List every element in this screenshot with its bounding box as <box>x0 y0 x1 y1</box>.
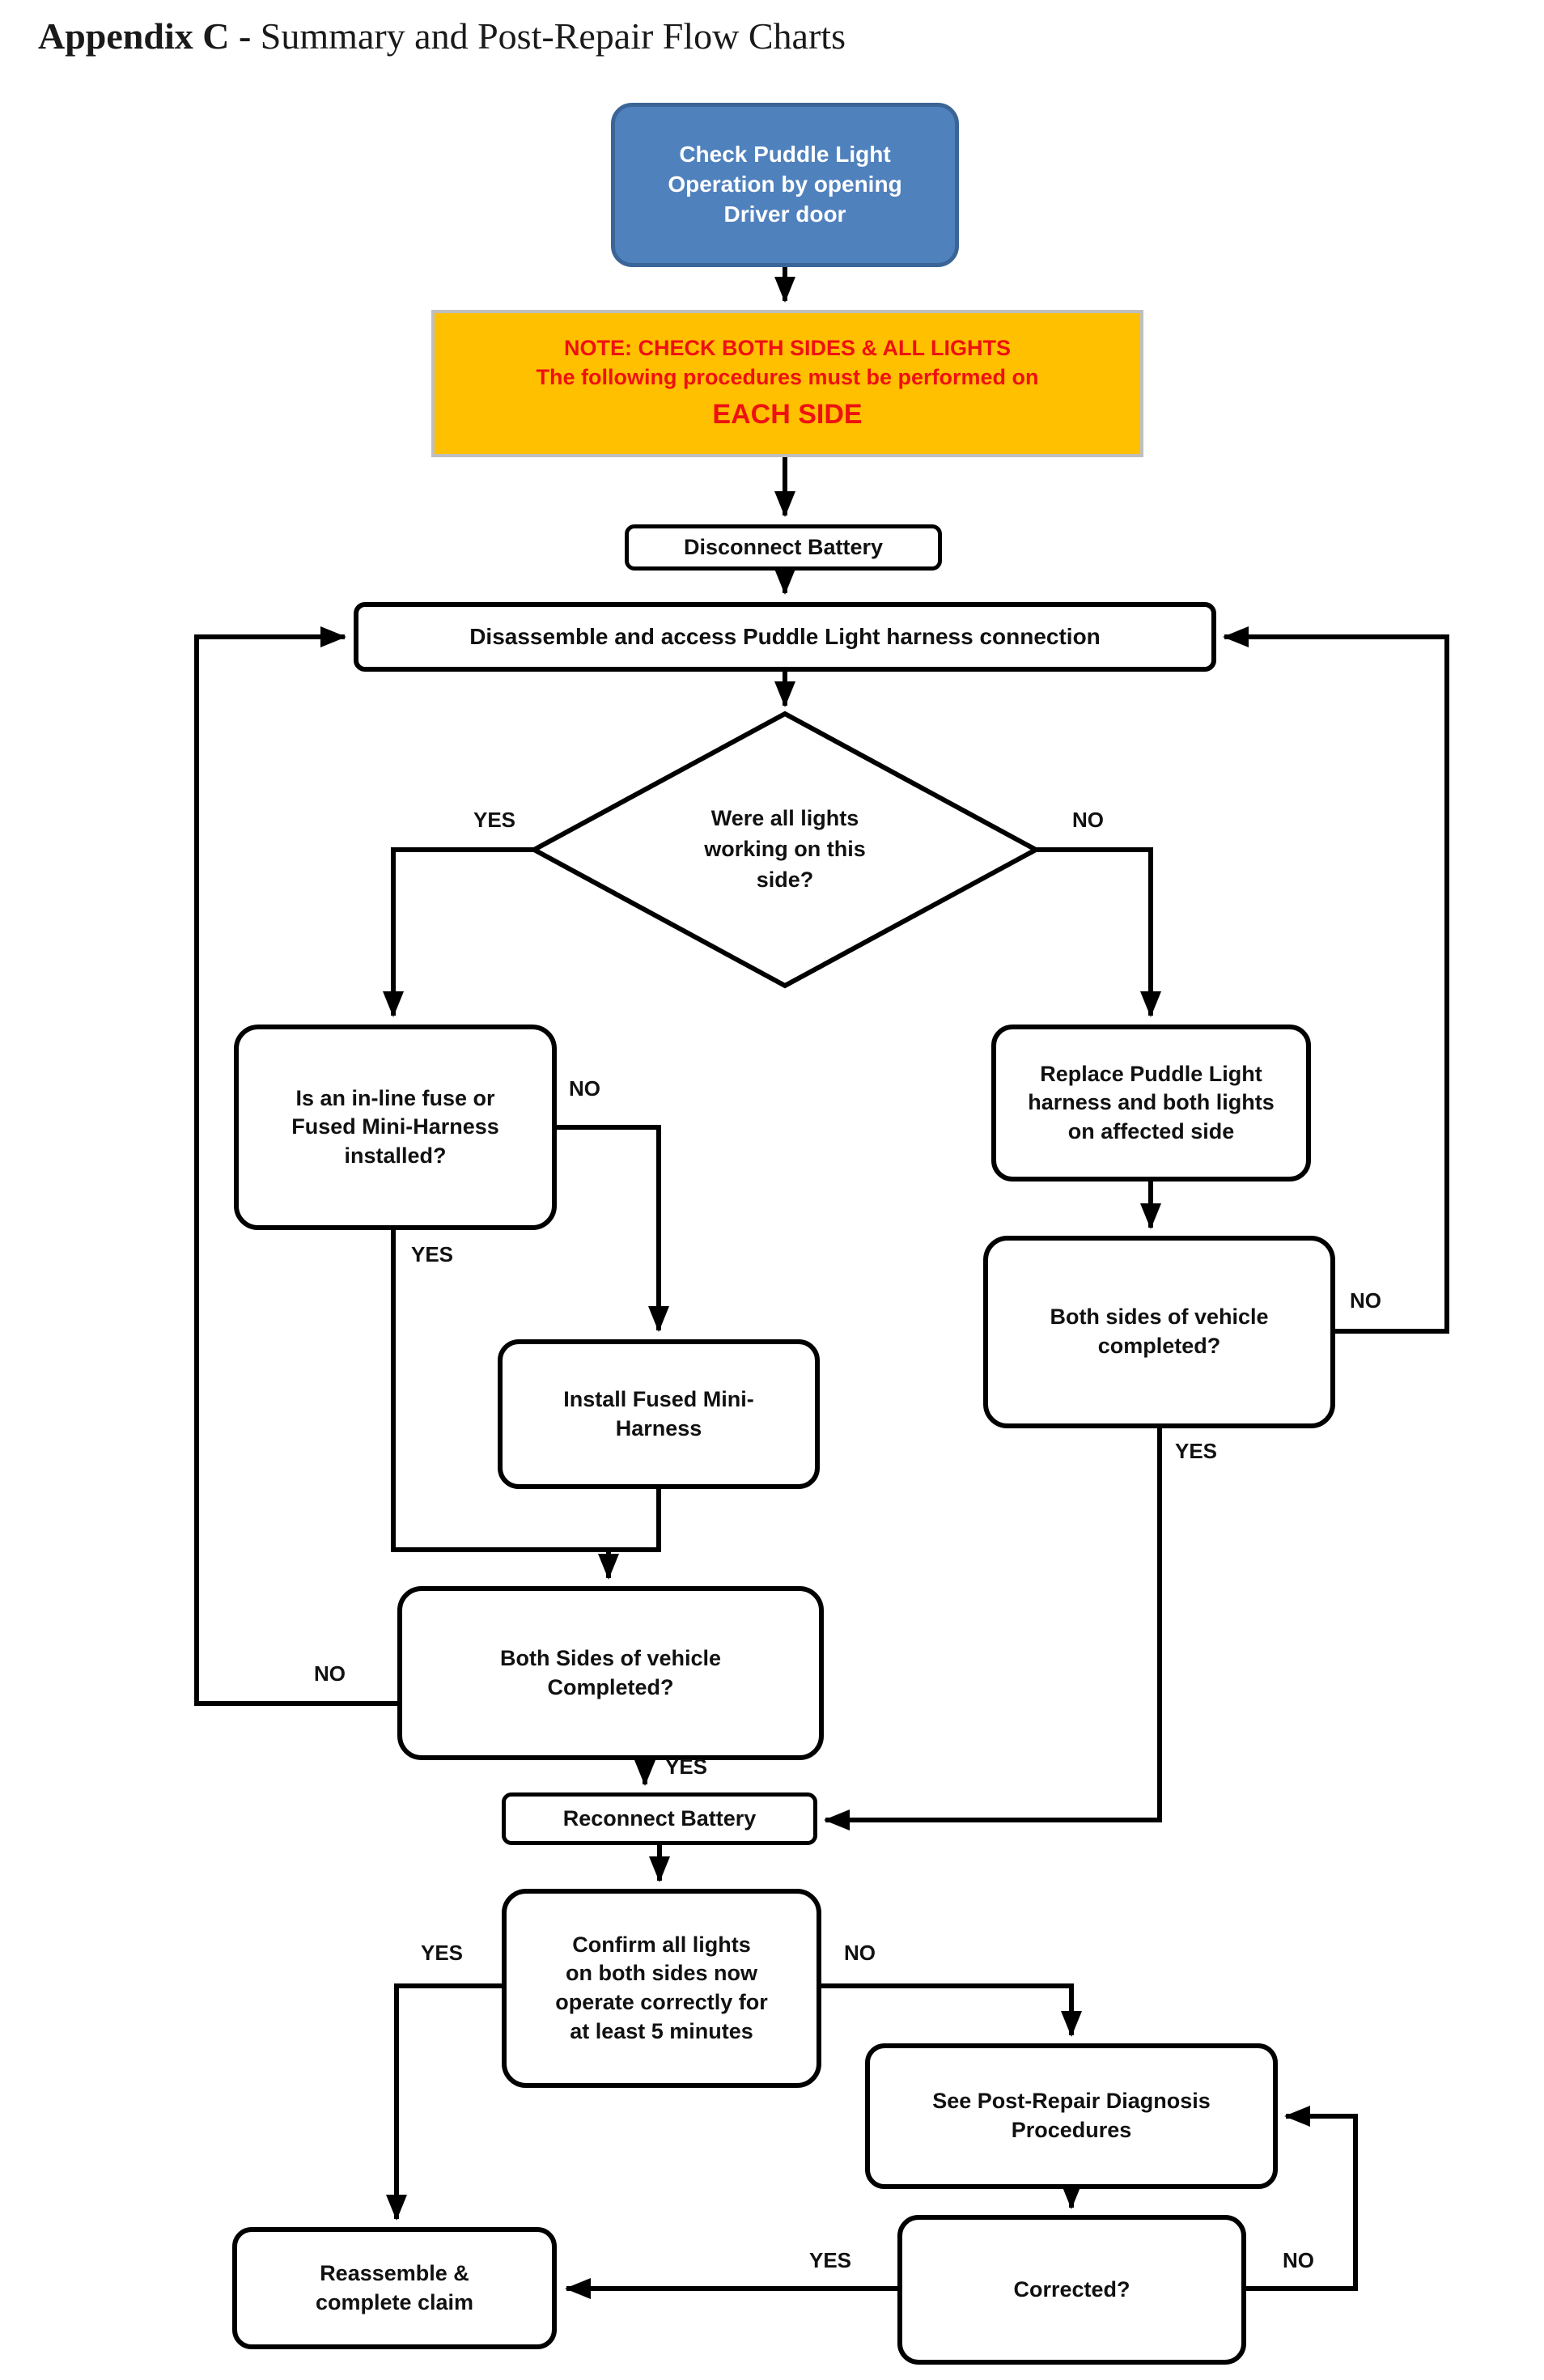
label-diamond-no: NO <box>1072 808 1104 832</box>
node-see-post-repair-diagnosis: See Post-Repair Diagnosis Procedures <box>865 2043 1278 2189</box>
label-both-right-yes: YES <box>1175 1439 1218 1463</box>
node-fuse-installed-question: Is an in-line fuse or Fused Mini-Harness… <box>234 1025 557 1230</box>
node-note-check-both-sides: NOTE: CHECK BOTH SIDES & ALL LIGHTS The … <box>431 310 1143 457</box>
label-both-right-no: NO <box>1350 1288 1381 1313</box>
edge-corrected-no-loop <box>1246 2106 1358 2291</box>
node-confirm-lights-operate: Confirm all lights on both sides now ope… <box>502 1889 821 2088</box>
page-title-bold: Appendix C - <box>38 15 261 57</box>
edge-both-right-no-loop <box>1223 626 1449 1334</box>
edge-diamond-yes <box>383 847 534 1017</box>
label-fuse-no: NO <box>569 1076 600 1101</box>
node-disassemble-access-harness: Disassemble and access Puddle Light harn… <box>354 602 1216 672</box>
page-title: Appendix C - Summary and Post-Repair Flo… <box>38 15 846 57</box>
node-corrected-question: Corrected? <box>897 2215 1246 2365</box>
edge-confirm-yes <box>386 1983 502 2221</box>
node-reassemble-complete-claim: Reassemble & complete claim <box>232 2227 557 2349</box>
diamond-shape <box>528 711 1041 989</box>
edge-diamond-no <box>1036 847 1161 1017</box>
edge-both-right-yes <box>824 1428 1162 1831</box>
page-title-rest: Summary and Post-Repair Flow Charts <box>260 15 846 57</box>
edge-confirm-no <box>821 1983 1082 2037</box>
node-both-sides-completed-left: Both Sides of vehicle Completed? <box>397 1586 824 1760</box>
node-install-fused-mini-harness: Install Fused Mini- Harness <box>498 1339 820 1489</box>
edge-fuse-no <box>557 1125 669 1332</box>
label-both-left-yes: YES <box>665 1754 708 1779</box>
label-both-left-no: NO <box>314 1661 346 1686</box>
label-fuse-yes: YES <box>411 1242 454 1266</box>
note-line-2: The following procedures must be perform… <box>536 364 1039 389</box>
label-corrected-no: NO <box>1283 2248 1314 2272</box>
node-check-puddle-light: Check Puddle Light Operation by opening … <box>611 103 959 267</box>
edge-both-left-no-loop <box>194 626 397 1706</box>
label-confirm-no: NO <box>844 1941 876 1965</box>
note-line-3: EACH SIDE <box>712 399 863 431</box>
node-both-sides-completed-right: Both sides of vehicle completed? <box>983 1236 1335 1428</box>
node-disconnect-battery: Disconnect Battery <box>625 524 942 571</box>
label-diamond-yes: YES <box>473 808 516 832</box>
note-line-1: NOTE: CHECK BOTH SIDES & ALL LIGHTS <box>563 335 1011 360</box>
node-replace-harness: Replace Puddle Light harness and both li… <box>991 1025 1311 1182</box>
node-were-all-lights-diamond: Were all lights working on this side? <box>704 806 866 892</box>
label-corrected-yes: YES <box>809 2248 852 2272</box>
label-confirm-yes: YES <box>421 1941 464 1965</box>
node-reconnect-battery: Reconnect Battery <box>502 1792 817 1845</box>
